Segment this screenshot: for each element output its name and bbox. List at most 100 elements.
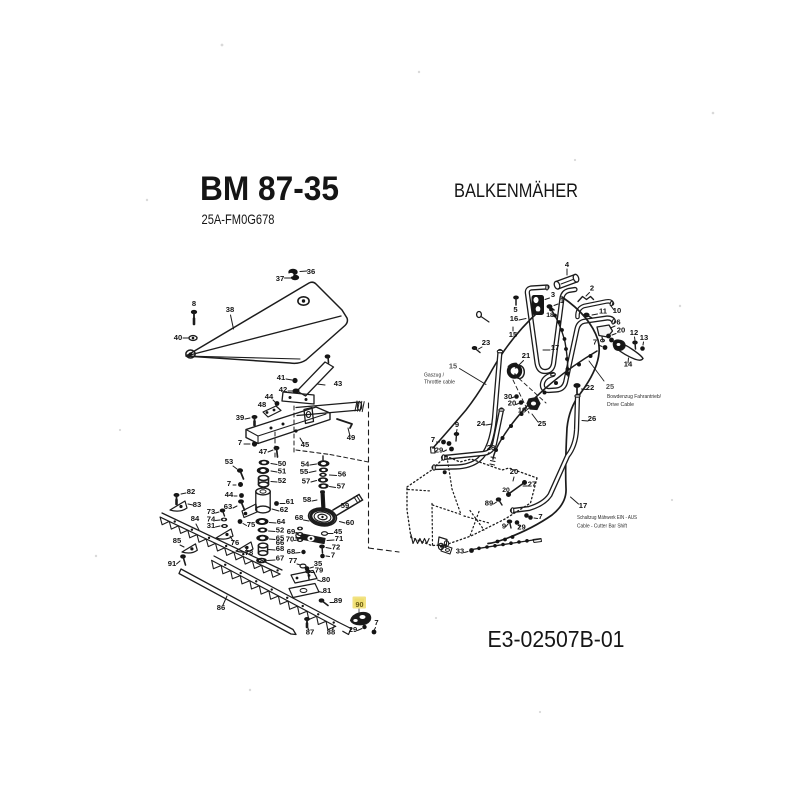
svg-text:66: 66 (276, 538, 284, 547)
svg-text:Throttle cable: Throttle cable (424, 380, 455, 386)
svg-text:73: 73 (207, 507, 215, 516)
svg-text:15: 15 (449, 362, 457, 371)
svg-text:E3-02507B-01: E3-02507B-01 (488, 626, 625, 652)
svg-text:49: 49 (347, 433, 355, 442)
svg-text:40: 40 (174, 333, 182, 342)
svg-text:52: 52 (276, 526, 284, 535)
svg-text:7: 7 (238, 438, 242, 447)
svg-text:57: 57 (337, 482, 345, 491)
svg-text:36: 36 (307, 267, 315, 276)
svg-text:3: 3 (551, 290, 555, 299)
svg-text:81: 81 (323, 586, 332, 595)
svg-text:25: 25 (606, 382, 614, 391)
svg-text:69: 69 (287, 527, 295, 536)
svg-text:8: 8 (192, 299, 196, 308)
svg-text:68: 68 (287, 547, 295, 556)
svg-text:39: 39 (236, 413, 244, 422)
svg-text:15: 15 (509, 330, 518, 339)
svg-text:70: 70 (286, 535, 294, 544)
svg-text:89: 89 (485, 499, 493, 508)
svg-text:59: 59 (341, 501, 349, 510)
svg-text:83: 83 (193, 500, 201, 509)
svg-text:41: 41 (277, 373, 286, 382)
svg-text:22: 22 (586, 383, 594, 392)
svg-text:7: 7 (331, 551, 335, 560)
svg-text:54: 54 (301, 460, 310, 469)
svg-text:50: 50 (278, 459, 286, 468)
svg-text:65: 65 (276, 534, 285, 543)
svg-text:19: 19 (518, 406, 526, 415)
svg-text:77: 77 (289, 556, 297, 565)
svg-text:45: 45 (334, 527, 343, 536)
svg-text:7: 7 (538, 512, 542, 521)
svg-text:7: 7 (227, 479, 231, 488)
svg-text:56: 56 (338, 470, 346, 479)
svg-text:Cable - Cutter Bar Shift: Cable - Cutter Bar Shift (577, 524, 627, 530)
svg-text:57: 57 (302, 477, 310, 486)
svg-text:74: 74 (207, 515, 216, 524)
svg-text:1: 1 (560, 296, 565, 305)
svg-text:20: 20 (510, 467, 518, 476)
svg-text:16: 16 (510, 314, 518, 323)
svg-text:13: 13 (640, 333, 648, 342)
svg-text:20: 20 (617, 326, 625, 335)
svg-text:88: 88 (327, 628, 335, 637)
svg-text:17: 17 (551, 343, 559, 352)
svg-text:63: 63 (224, 502, 232, 511)
svg-text:87: 87 (306, 628, 314, 637)
svg-text:25: 25 (538, 419, 547, 428)
svg-text:25A-FM0G678: 25A-FM0G678 (202, 211, 275, 227)
svg-text:53: 53 (225, 457, 233, 466)
svg-text:35: 35 (314, 559, 323, 568)
svg-text:14: 14 (624, 360, 633, 369)
svg-text:79: 79 (315, 566, 323, 575)
svg-text:7: 7 (431, 435, 435, 444)
svg-text:51: 51 (278, 467, 287, 476)
svg-text:90: 90 (356, 600, 364, 609)
svg-text:6: 6 (616, 318, 620, 327)
svg-text:91: 91 (168, 559, 177, 568)
svg-text:9: 9 (455, 420, 459, 429)
svg-text:BM 87-35: BM 87-35 (200, 170, 339, 208)
svg-text:80: 80 (322, 575, 330, 584)
svg-text:60: 60 (346, 518, 354, 527)
svg-text:44: 44 (265, 392, 274, 401)
svg-text:26: 26 (588, 414, 596, 423)
svg-text:44: 44 (225, 490, 234, 499)
svg-text:Bowdenzug Fahrantrieb/: Bowdenzug Fahrantrieb/ (607, 394, 661, 400)
svg-text:62: 62 (280, 505, 288, 514)
svg-text:7: 7 (593, 338, 597, 347)
svg-text:4: 4 (565, 260, 570, 269)
svg-text:67: 67 (276, 554, 284, 563)
svg-text:28: 28 (487, 443, 495, 452)
svg-text:33: 33 (456, 547, 464, 556)
svg-text:82: 82 (187, 487, 195, 496)
svg-text:48: 48 (258, 400, 266, 409)
svg-text:61: 61 (286, 497, 295, 506)
svg-text:38: 38 (226, 305, 234, 314)
svg-text:29: 29 (435, 446, 443, 455)
svg-text:9: 9 (502, 522, 506, 531)
svg-text:85: 85 (173, 536, 182, 545)
svg-text:75: 75 (247, 520, 256, 529)
svg-text:29: 29 (349, 625, 357, 634)
svg-text:64: 64 (277, 517, 286, 526)
svg-text:71: 71 (335, 534, 344, 543)
svg-text:27: 27 (528, 480, 536, 489)
svg-text:68: 68 (295, 513, 303, 522)
svg-text:BALKENMÄHER: BALKENMÄHER (454, 181, 578, 202)
svg-text:12: 12 (630, 328, 638, 337)
svg-text:20: 20 (502, 487, 510, 494)
svg-text:Schaltzug Mähwerk EIN - AUS: Schaltzug Mähwerk EIN - AUS (577, 515, 637, 521)
svg-text:30: 30 (504, 392, 512, 401)
svg-text:7: 7 (374, 618, 378, 627)
svg-text:24: 24 (477, 419, 486, 428)
svg-text:68: 68 (276, 544, 284, 553)
svg-text:78: 78 (245, 548, 253, 557)
svg-text:Gaszug /: Gaszug / (424, 373, 444, 379)
svg-text:31: 31 (207, 521, 216, 530)
svg-text:72: 72 (332, 543, 340, 552)
svg-text:29: 29 (517, 523, 525, 532)
svg-text:11: 11 (599, 307, 608, 316)
svg-text:37: 37 (276, 274, 284, 283)
